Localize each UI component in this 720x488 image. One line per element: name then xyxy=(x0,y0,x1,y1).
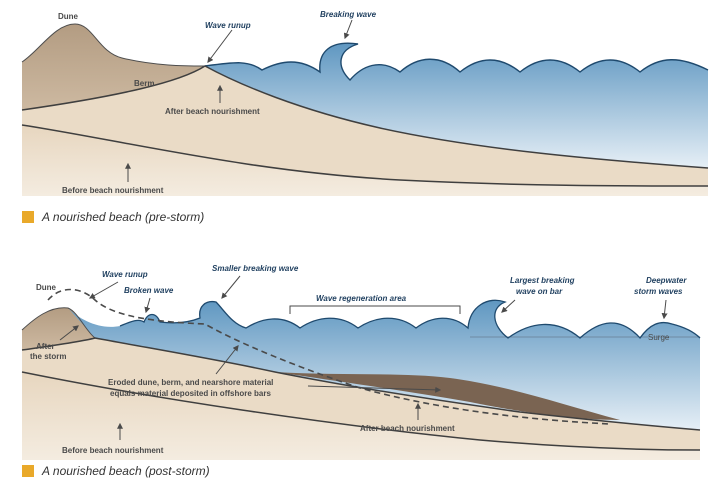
bottom-surge-label: Surge xyxy=(648,333,670,342)
top-berm-label: Berm xyxy=(134,79,154,88)
top-breaking-arrow xyxy=(343,19,353,40)
bottom-prestorm-dashed xyxy=(47,288,611,425)
bottom-before-label: Before beach nourishment xyxy=(62,446,164,455)
bottom-caption-swatch xyxy=(22,465,34,477)
top-dune-label: Dune xyxy=(58,12,79,21)
top-caption-swatch xyxy=(22,211,34,223)
bottom-deepwater-arrow xyxy=(661,299,668,320)
bottom-runup-arrow xyxy=(88,281,119,299)
bottom-wave-line xyxy=(119,299,701,340)
bottom-after-storm-label-2: the storm xyxy=(30,352,66,361)
bottom-regeneration-label: Wave regeneration area xyxy=(316,294,407,303)
top-before-profile xyxy=(21,124,709,187)
bottom-eroded-arrow-left xyxy=(215,345,239,375)
bottom-dune-label: Dune xyxy=(36,283,57,292)
top-before-label: Before beach nourishment xyxy=(62,186,164,195)
bottom-largest-arrow xyxy=(501,299,516,313)
bottom-smaller-arrow xyxy=(221,275,241,299)
top-dune-outline xyxy=(21,23,206,67)
bottom-largest-label-2: wave on bar xyxy=(516,287,563,296)
bottom-sand-base xyxy=(22,372,700,460)
bottom-smaller-breaking-label: Smaller breaking wave xyxy=(212,264,299,273)
top-wave-line xyxy=(204,42,709,82)
top-water xyxy=(205,43,708,168)
top-sand-base xyxy=(22,125,708,196)
top-caption: A nourished beach (pre-storm) xyxy=(22,210,204,224)
bottom-eroded-arrow-right xyxy=(307,385,442,393)
bottom-panel: Dune Wave runup Broken wave Smaller brea… xyxy=(21,264,701,460)
bottom-regeneration-bracket xyxy=(289,305,461,314)
bottom-deepwater-label-1: Deepwater xyxy=(646,276,687,285)
bottom-deepwater-label-2: storm waves xyxy=(634,287,683,296)
bottom-after-storm-label-1: After xyxy=(36,342,55,351)
bottom-eroded-label-1: Eroded dune, berm, and nearshore materia… xyxy=(108,378,273,387)
bottom-broken-arrow xyxy=(144,297,151,314)
bottom-sand-body xyxy=(22,307,700,450)
bottom-caption-text: A nourished beach (post-storm) xyxy=(42,464,210,478)
bottom-after-profile xyxy=(21,337,701,431)
top-panel: Dune Berm Wave runup Breaking wave After… xyxy=(21,10,709,196)
bottom-before-profile xyxy=(21,371,701,451)
top-wave-runup-label: Wave runup xyxy=(205,21,251,30)
bottom-wave-runup-label: Wave runup xyxy=(102,270,148,279)
bottom-deposit-bar xyxy=(275,372,620,420)
bottom-dune-fill xyxy=(22,307,95,350)
top-after-label: After beach nourishment xyxy=(165,107,260,116)
top-after-profile xyxy=(21,65,709,169)
bottom-after-label: After beach nourishment xyxy=(360,424,455,433)
top-berm-fill xyxy=(22,24,205,110)
bottom-afterstorm-arrow xyxy=(59,325,79,341)
top-runup-arrow xyxy=(207,29,233,63)
bottom-water xyxy=(68,300,700,430)
bottom-broken-wave-label: Broken wave xyxy=(124,286,174,295)
top-breaking-wave-label: Breaking wave xyxy=(320,10,377,19)
bottom-dune-outline xyxy=(21,307,96,339)
top-nourished-fill xyxy=(22,24,708,186)
top-caption-text: A nourished beach (pre-storm) xyxy=(42,210,205,224)
bottom-caption: A nourished beach (post-storm) xyxy=(22,464,210,478)
bottom-largest-label-1: Largest breaking xyxy=(510,276,575,285)
bottom-eroded-label-2: equals material deposited in offshore ba… xyxy=(110,389,271,398)
